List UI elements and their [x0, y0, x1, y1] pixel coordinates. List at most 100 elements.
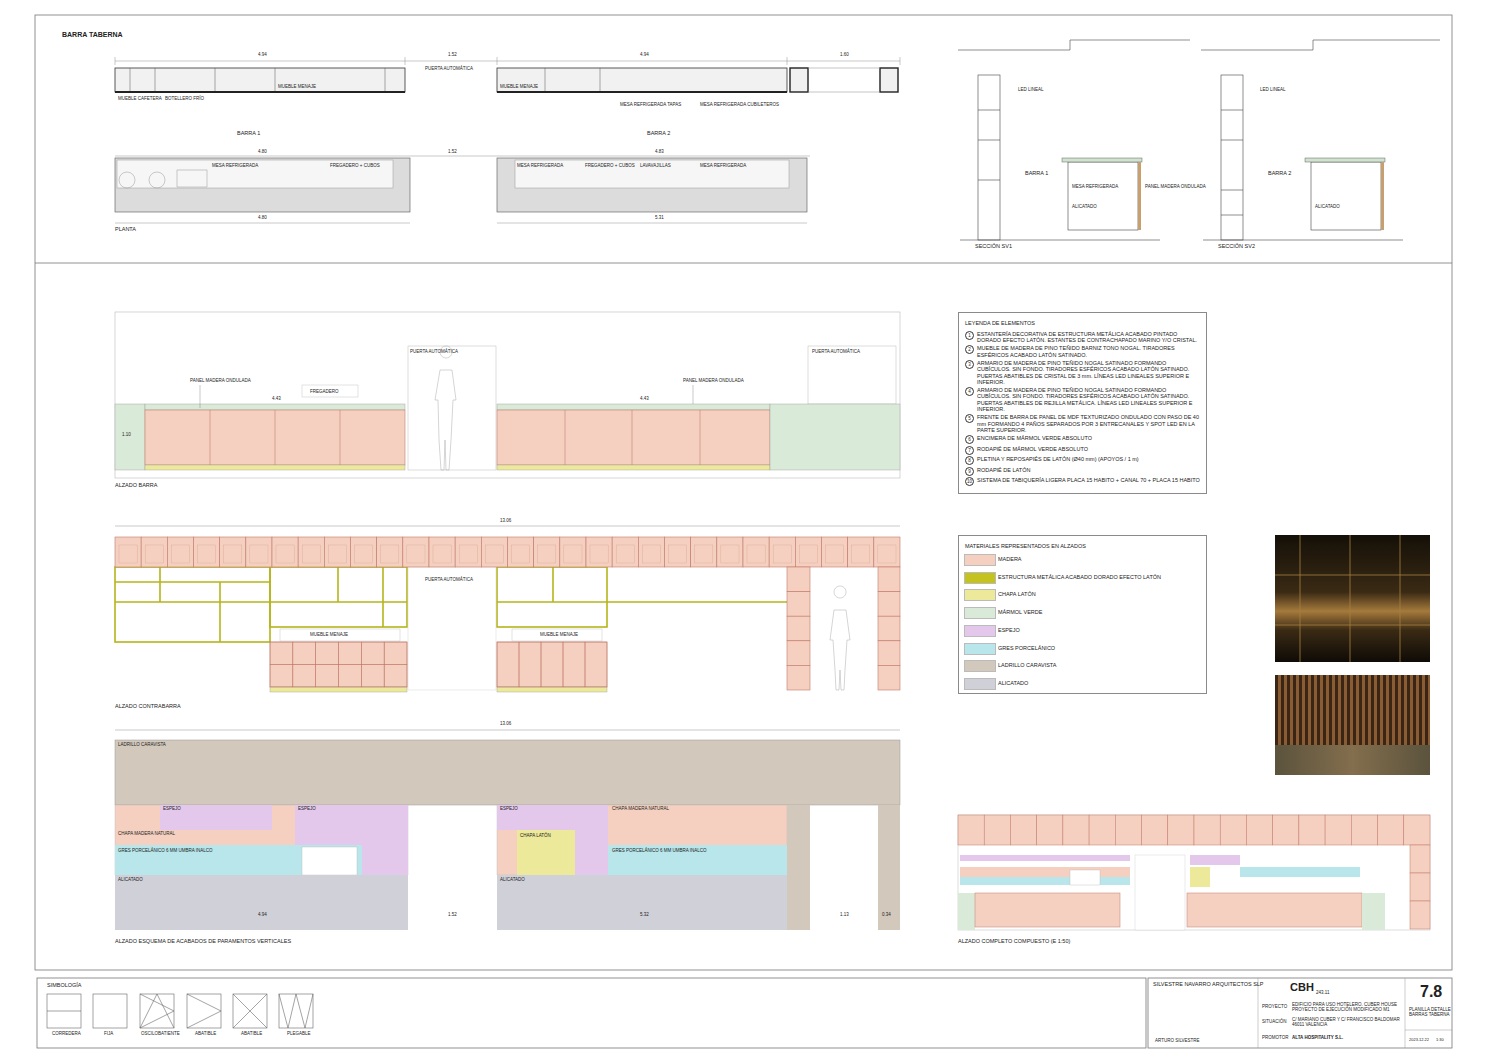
drawing-label: ALZADO ESQUEMA DE ACABADOS DE PARAMENTOS… [115, 938, 291, 944]
legend-item: 3ARMARIO DE MADERA DE PINO TEÑIDO NOGAL … [965, 360, 1200, 386]
cabinet-cell [361, 642, 384, 665]
drawing-label: ALZADO BARRA [115, 482, 157, 488]
drawing-label: MUEBLE MENAJE [310, 632, 348, 637]
drawing-label: OSCILOBATIENTE [141, 1031, 180, 1036]
legend-swatch [964, 607, 996, 619]
cabinet-cell [787, 616, 810, 641]
legend-item: 10SISTEMA DE TABIQUERÍA LIGERA PLACA 15 … [965, 477, 1200, 486]
cabinet-cell [769, 537, 795, 567]
cabinet-cell [339, 642, 362, 665]
cabinet-cell [538, 545, 556, 563]
cabinet-cell [773, 545, 791, 563]
legend-item: 9RODAPIÉ DE LATÓN [965, 467, 1200, 476]
cabinet-cell [1063, 815, 1089, 845]
cabinet-cell [1325, 815, 1351, 845]
drawing-label: ESPEJO [298, 806, 316, 811]
legend-item: 4ARMARIO DE MADERA DE PINO TEÑIDO NOGAL … [965, 387, 1200, 413]
callout-number: 3 [965, 360, 974, 369]
cabinet-cell [512, 545, 530, 563]
node-content: MATERIALES REPRESENTADOS EN ALZADOS [965, 543, 1200, 549]
legend-item: 6ENCIMERA DE MÁRMOL VERDE ABSOLUTO [965, 435, 1200, 444]
drawing-label: ARTURO SILVESTRE [1155, 1038, 1200, 1043]
legend-text: MÁRMOL VERDE [998, 609, 1042, 615]
cabinet-cell [272, 537, 298, 567]
cabinet-cell [328, 545, 346, 563]
cabinet-cell [1378, 815, 1404, 845]
drawing-label: BOTELLERO FRÍO [165, 96, 204, 101]
drawing-label: PANEL MADERA ONDULADA [1145, 184, 1206, 189]
cabinet-cell [743, 537, 769, 567]
cabinet-cell [1299, 815, 1325, 845]
cabinet-cell [878, 641, 900, 666]
callout-number: 5 [965, 414, 974, 423]
drawing-label: 4.43 [272, 396, 281, 401]
drawing-label: ALZADO CONTRABARRA [115, 703, 181, 709]
drawing-label: SITUACIÓN [1262, 1019, 1287, 1024]
drawing-label: PLANTA [115, 226, 136, 232]
drawing-label: MESA REFRIGERADA [517, 163, 563, 168]
cabinet-cell [220, 537, 246, 567]
cabinet-cell [669, 545, 687, 563]
cabinet-cell [298, 537, 324, 567]
cabinet-cell [316, 642, 339, 665]
legend-description: MUEBLE DE MADERA DE PINO TEÑIDO BARNIZ T… [977, 345, 1200, 358]
cabinet-cell [481, 537, 507, 567]
cabinet-cell [351, 537, 377, 567]
cabinet-cell [145, 545, 163, 563]
legend-text: GRES PORCELÁNICO [998, 645, 1055, 651]
cabinet-cell [848, 537, 874, 567]
legend-text: ALICATADO [998, 680, 1028, 686]
cabinet-cell [822, 537, 848, 567]
drawing-label: MUEBLE MENAJE [500, 84, 538, 89]
cabinet-cell [799, 545, 817, 563]
legend-description: FRENTE DE BARRA DE PANEL DE MDF TEXTURIZ… [977, 414, 1200, 433]
drawing-label: BARRA 1 [237, 130, 260, 136]
drawing-label: BARRA 1 [1025, 170, 1048, 176]
legend-box: LEYENDA DE ELEMENTOS1ESTANTERÍA DECORATI… [958, 312, 1207, 494]
drawing-label: PANEL MADERA ONDULADA [190, 378, 251, 383]
cabinet-cell [534, 537, 560, 567]
cabinet-cell [1410, 901, 1430, 929]
legend-item: 2MUEBLE DE MADERA DE PINO TEÑIDO BARNIZ … [965, 345, 1200, 358]
cabinet-cell [1220, 815, 1246, 845]
drawing-label: CORREDERA [52, 1031, 81, 1036]
cabinet-cell [787, 641, 810, 666]
cabinet-cell [874, 537, 900, 567]
cabinet-cell [787, 665, 810, 690]
drawing-label: ALICATADO [1315, 204, 1340, 209]
cabinet-cell [984, 815, 1010, 845]
drawing-label: C/ MARIANO CUBER Y C/ FRANCISCO BALDOMAR… [1292, 1017, 1402, 1027]
cabinet-cell [560, 537, 586, 567]
cabinet-cell [852, 545, 870, 563]
callout-number: 9 [965, 467, 974, 476]
cabinet-cell [1410, 873, 1430, 901]
drawing-label: 4.94 [258, 912, 267, 917]
drawing-label: PLANILLA DETALLE BARRAS TABERNA [1409, 1007, 1451, 1017]
cabinet-cell [508, 537, 534, 567]
drawing-label: LED LINEAL [1260, 87, 1286, 92]
drawing-label: PUERTA AUTOMÁTICA [812, 349, 860, 354]
cabinet-cell [246, 537, 272, 567]
cabinet-cell [691, 537, 717, 567]
drawing-label: ALZADO COMPLETO COMPUESTO (E 1:50) [958, 938, 1070, 944]
cabinet-cell [787, 592, 810, 617]
cabinet-cell [958, 815, 984, 845]
cabinet-cell [787, 567, 810, 592]
legend-description: RODAPIÉ DE LATÓN [977, 467, 1200, 473]
drawing-label: ALICATADO [1072, 204, 1097, 209]
legend-swatch [964, 678, 996, 690]
drawing-label: SIMBOLOGÍA [47, 982, 82, 988]
cabinet-cell [878, 592, 900, 617]
legend-item: 8PLETINA Y REPOSAPIÉS DE LATÓN (Ø40 mm) … [965, 456, 1200, 465]
cabinet-cell [1246, 815, 1272, 845]
drawing-label: CHAPA LATÓN [520, 833, 551, 838]
cabinet-cell [270, 665, 293, 688]
cabinet-cell [485, 545, 503, 563]
legend-swatch [964, 643, 996, 655]
cabinet-cell [224, 545, 242, 563]
drawing-label: PUERTA AUTOMÁTICA [425, 577, 473, 582]
cabinet-cell [721, 545, 739, 563]
drawing-label: 1.10 [122, 432, 131, 437]
cabinet-cell [429, 537, 455, 567]
